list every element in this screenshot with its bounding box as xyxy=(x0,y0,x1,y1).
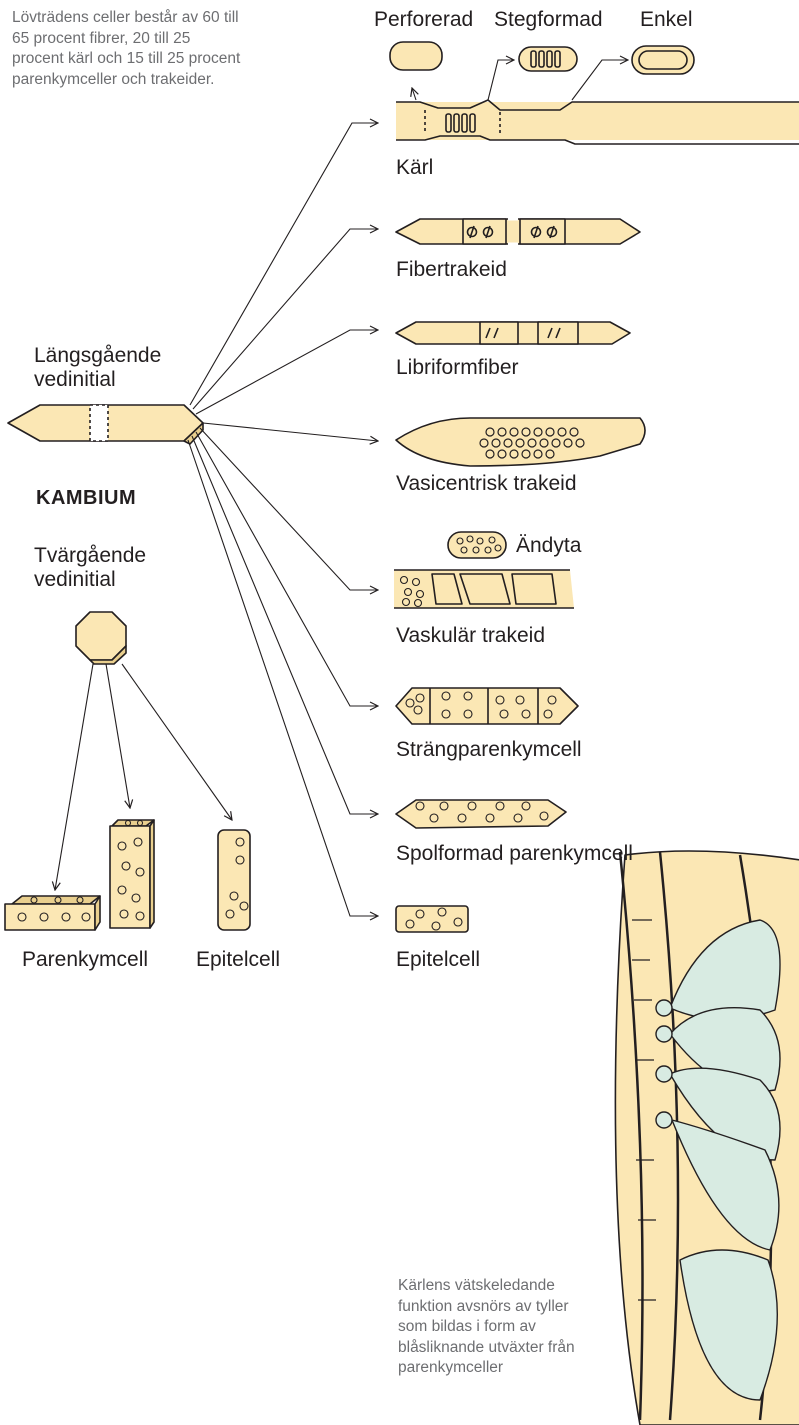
end-face-icon xyxy=(448,532,506,558)
transverse-initial-cell xyxy=(76,612,126,664)
label-epitel-right: Epitelcell xyxy=(396,948,480,972)
label-parenkym-left: Parenkymcell xyxy=(22,948,148,972)
epithelial-cell-right xyxy=(396,906,468,932)
arrow-to-upright xyxy=(106,664,130,808)
label-epitel-left: Epitelcell xyxy=(196,948,280,972)
simple-plate-icon xyxy=(632,46,694,74)
label-strang: Strängparenkymcell xyxy=(396,738,582,762)
label-perforerad: Perforerad xyxy=(374,8,473,32)
ray-parenchyma-cell xyxy=(5,896,100,930)
arrow-to-vaskular xyxy=(200,428,378,590)
label-spolformad: Spolformad parenkymcell xyxy=(396,842,633,866)
fiber-tracheid xyxy=(396,219,640,244)
arrow-to-epitel-left xyxy=(122,664,232,820)
arrow-to-stegformad xyxy=(488,60,514,100)
arrow-to-epitel-right xyxy=(188,440,378,916)
label-libriform: Libriformfiber xyxy=(396,356,519,380)
label-transverse-initial: Tvärgående vedinitial xyxy=(34,544,184,592)
vascular-tracheid xyxy=(394,570,574,608)
label-kambium: KAMBIUM xyxy=(36,486,136,510)
arrow-to-fibertrakeid xyxy=(193,229,378,409)
label-stegformad: Stegformad xyxy=(494,8,603,32)
libriform-fiber xyxy=(396,322,630,344)
label-andyta: Ändyta xyxy=(516,534,581,558)
fusiform-parenchyma-cell xyxy=(396,800,566,828)
arrow-to-libriform xyxy=(196,330,378,414)
label-karl: Kärl xyxy=(396,156,433,180)
arrow-to-vasicentrisk xyxy=(203,423,378,441)
intro-note: Lövträdens celler består av 60 till 65 p… xyxy=(12,8,242,90)
arrow-to-parenkym xyxy=(55,664,93,890)
strand-parenchyma-cell xyxy=(396,688,578,724)
label-fibertrakeid: Fibertrakeid xyxy=(396,258,507,282)
label-enkel: Enkel xyxy=(640,8,693,32)
arrow-to-spolformad xyxy=(192,436,378,814)
arrow-to-karl xyxy=(190,123,378,405)
vessel-element xyxy=(396,100,799,144)
arrow-to-enkel xyxy=(572,60,628,100)
label-vasicentrisk: Vasicentrisk trakeid xyxy=(396,472,577,496)
arrow-to-strang xyxy=(196,432,378,706)
epithelial-cell-left xyxy=(218,830,250,930)
upright-parenchyma-cell xyxy=(110,820,154,928)
perforated-plate-icon xyxy=(390,42,442,70)
label-longitudinal-initial: Längsgående vedinitial xyxy=(34,344,204,392)
arrow-to-perforerad xyxy=(412,88,416,100)
label-vaskular: Vaskulär trakeid xyxy=(396,624,545,648)
longitudinal-initial-cell xyxy=(8,405,203,444)
tylosis-vessel-section xyxy=(615,851,799,1425)
vasicentric-tracheid xyxy=(396,418,645,466)
scalariform-plate-icon xyxy=(519,47,577,71)
tylosis-note: Kärlens vätskeledande funktion avsnörs a… xyxy=(398,1276,588,1379)
